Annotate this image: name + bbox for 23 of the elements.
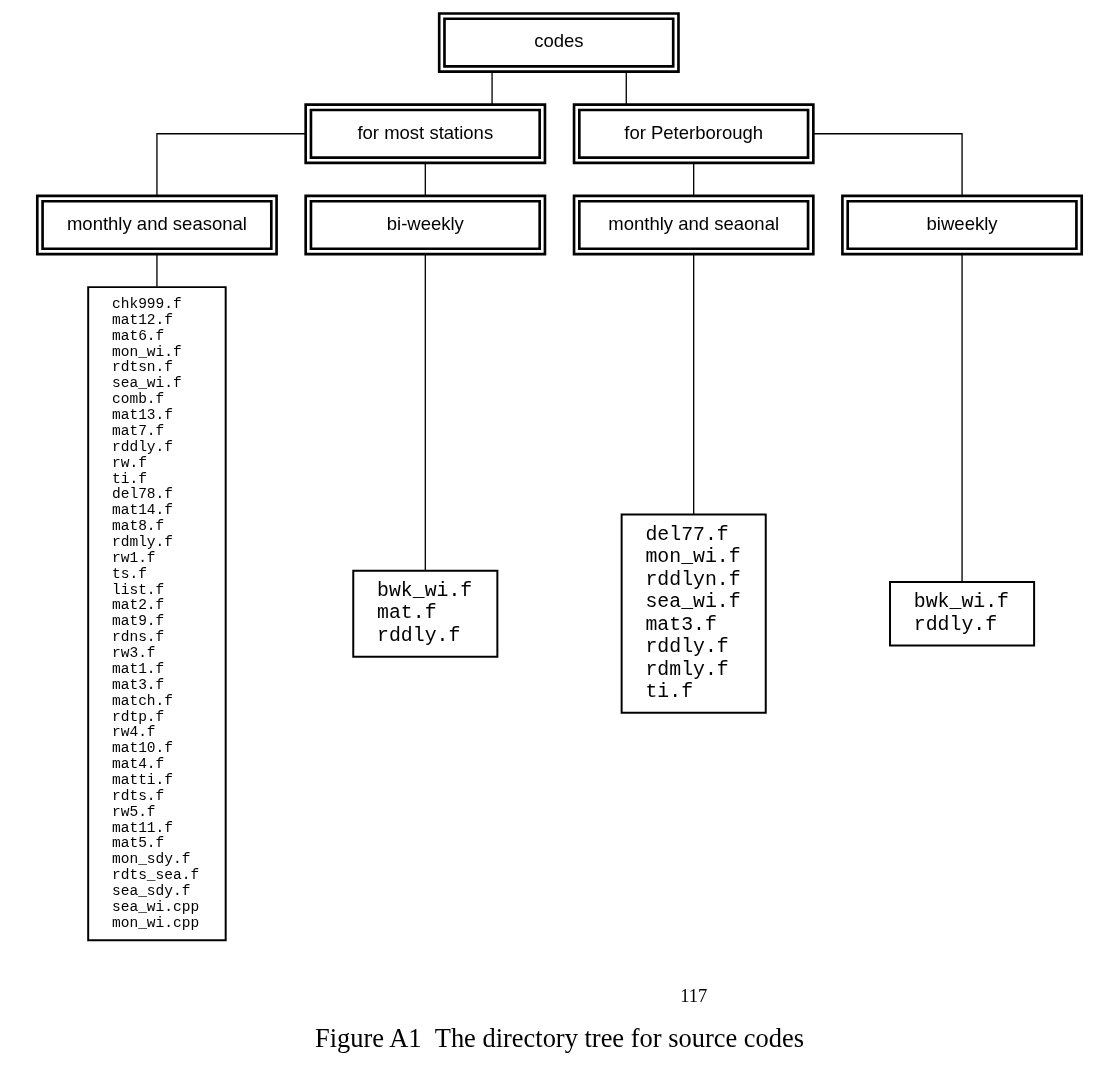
connector (424, 253, 426, 571)
node-box: biweekly (841, 194, 1084, 256)
connector (693, 253, 695, 515)
connector (625, 71, 627, 106)
node-box: chk999.f mat12.f mat6.f mon_wi.f rdtsn.f sea_wi.f comb.f mat13.f mat7.f rddly.f rw.f ti.f del78.f mat14.f mat8.f rdmly.f rw1.f ts.f list.f mat2.f mat9.f rdns.f rw3.f mat1.f mat3.f match.f rdtp.f rw4.f mat10.f mat4.f matti.f rdts.f rw5.f mat11.f mat5.f mon_sdy.f rdts_sea.f sea_sdy.f sea_wi.cpp mon_wi.cpp (87, 286, 227, 942)
connector (812, 133, 963, 197)
connector (491, 71, 493, 106)
connector (424, 162, 426, 197)
node-box: monthly and seaonal (572, 194, 815, 256)
caption: Figure A1 The directory tree for source codes (315, 1023, 804, 1054)
node-box: del77.f mon_wi.f rddlyn.f sea_wi.f mat3.f rddly.f rdmly.f ti.f (620, 513, 767, 714)
connector (156, 133, 307, 197)
label: 117 (680, 985, 708, 1006)
node-box: codes (437, 12, 680, 73)
node-box: bwk_wi.f rddly.f (889, 580, 1036, 647)
connector (156, 253, 158, 288)
node-box: monthly and seasonal (35, 194, 278, 256)
node-box: bwk_wi.f mat.f rddly.f (352, 569, 499, 658)
connector (961, 253, 963, 583)
node-box: bi-weekly (304, 194, 547, 256)
connector (693, 162, 695, 197)
node-box: for Peterborough (572, 103, 815, 165)
node-box: for most stations (304, 103, 547, 165)
